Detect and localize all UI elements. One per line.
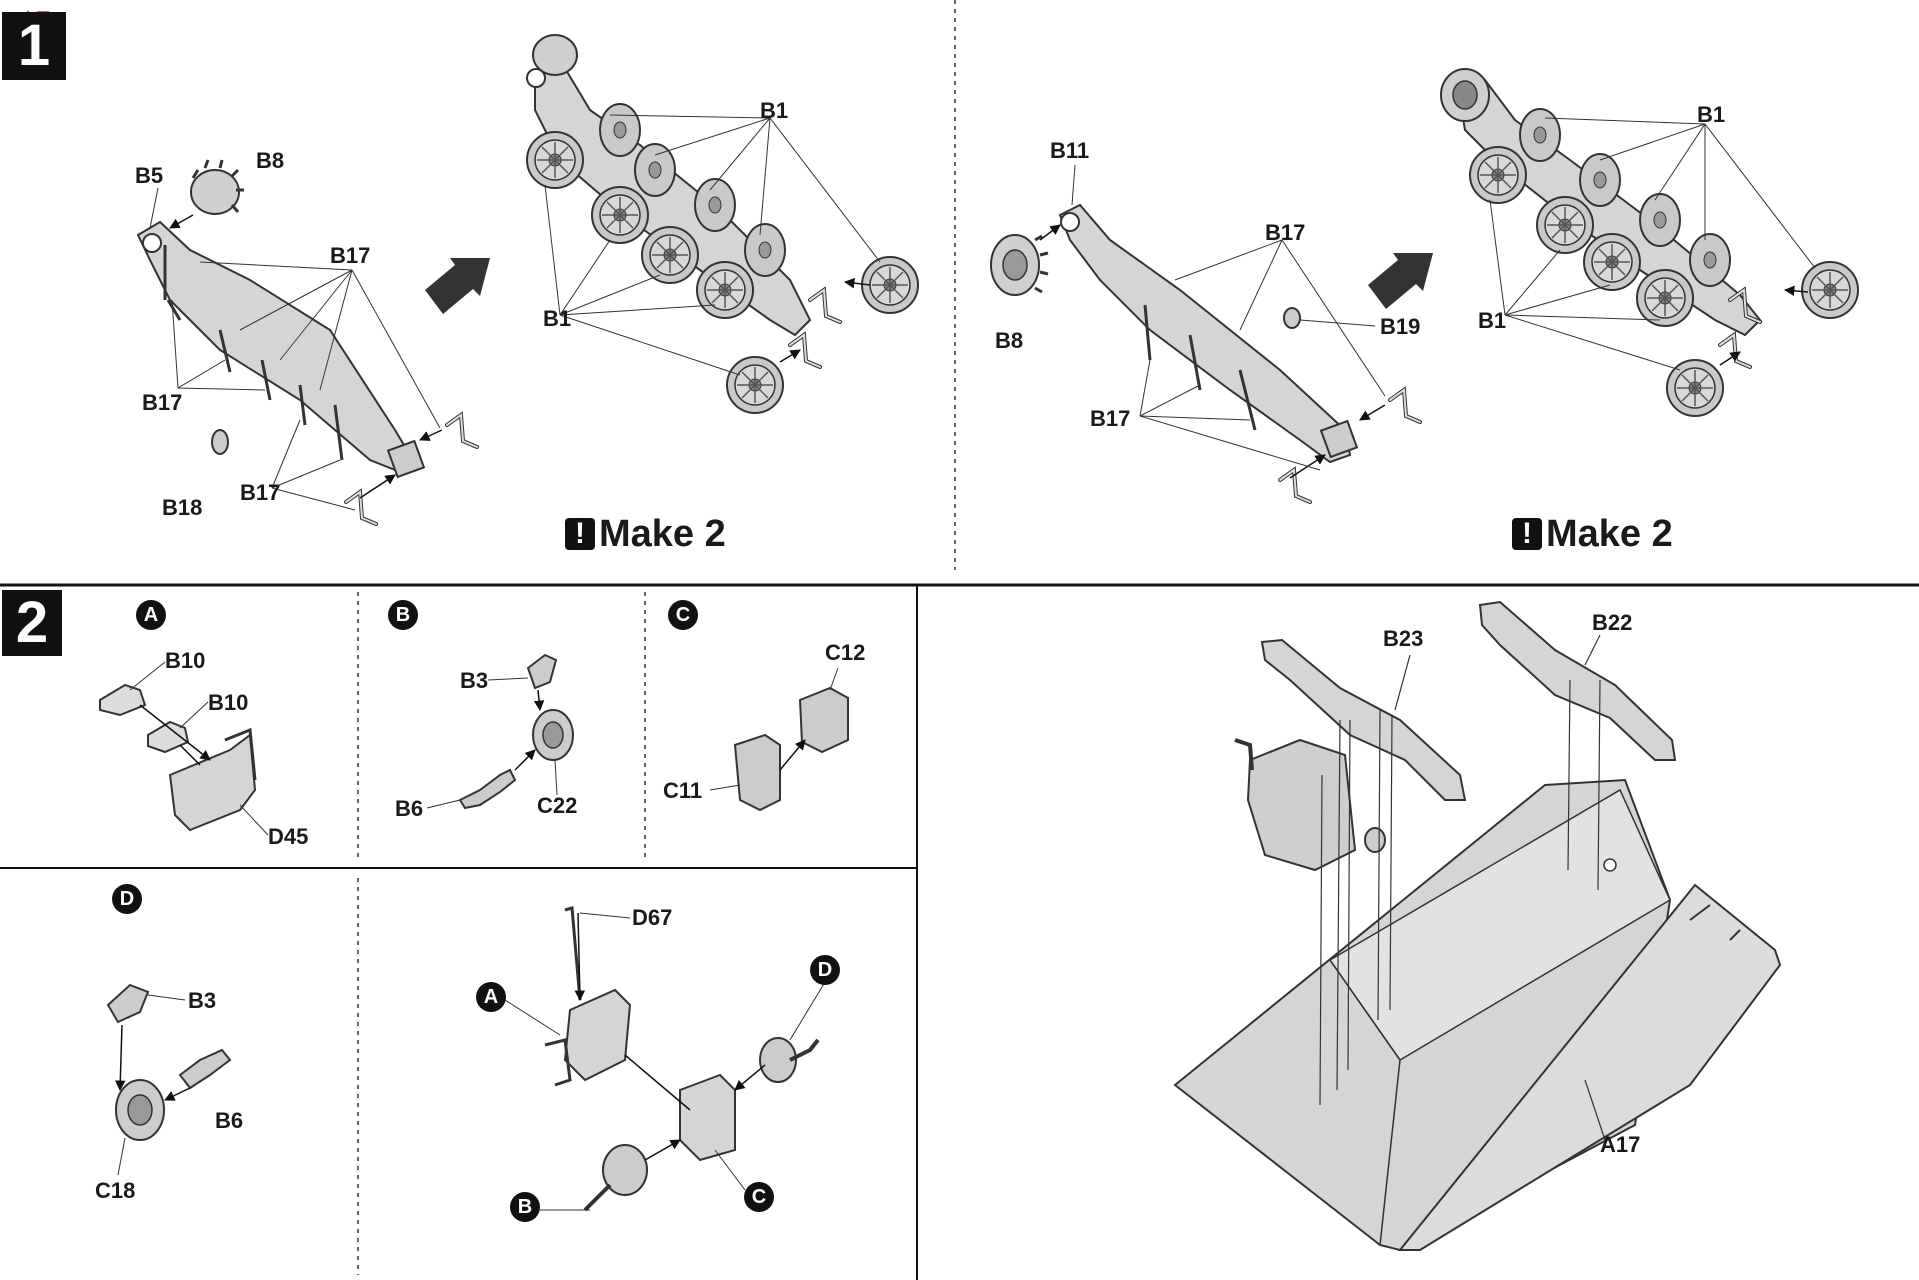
part-label: B8 (995, 328, 1024, 353)
part-label: B10 (165, 648, 206, 673)
rail-part-B22 (1478, 600, 1677, 761)
step-arrow-icon (1368, 253, 1433, 309)
part-label: B11 (1050, 138, 1090, 163)
warning-icon: ! (565, 518, 595, 550)
part-label: B17 (142, 390, 183, 415)
step-number-2: 2 (2, 590, 62, 656)
wheel-part-B1 (861, 256, 919, 314)
part-label: D67 (632, 905, 673, 930)
leader-lines (426, 677, 558, 809)
leader-lines (117, 994, 186, 1176)
sub-B-assembly (458, 653, 574, 810)
leader-lines (129, 661, 269, 836)
part-label: C12 (825, 640, 866, 665)
sub-A-assembly (99, 683, 257, 832)
make-note-left: !Make 2 (565, 515, 726, 553)
step1-left-assembled (526, 34, 842, 369)
part-label: B6 (395, 796, 424, 821)
sprocket-part-B8 (190, 159, 244, 215)
warning-icon: ! (1512, 518, 1542, 550)
part-B18 (211, 429, 229, 455)
sub-step-badge-D: D (810, 955, 840, 985)
crank-part (445, 413, 479, 449)
leader-lines (1071, 164, 1386, 471)
part-label: B17 (330, 243, 371, 268)
part-label: B23 (1383, 626, 1424, 651)
sub-step-badge-A: A (136, 600, 166, 630)
leader-lines (709, 667, 839, 791)
wheel-part-B1 (1801, 261, 1859, 319)
make-note-label: Make 2 (599, 513, 726, 555)
part-label: B1 (760, 98, 789, 123)
part-label: B1 (1697, 102, 1726, 127)
step-number-1: 1 (2, 12, 66, 80)
make-note-right: !Make 2 (1512, 515, 1673, 553)
sub-step-badge-B: B (388, 600, 418, 630)
part-label: B3 (460, 668, 489, 693)
step1-right-assembled (1440, 68, 1762, 369)
part-B19 (1283, 307, 1301, 329)
part-label: B1 (543, 306, 572, 331)
part-label: B17 (1265, 220, 1306, 245)
crank-part (1388, 388, 1422, 424)
part-label: B3 (188, 988, 217, 1013)
step2-final-assembly (544, 906, 820, 1212)
part-label: A17 (1600, 1132, 1641, 1157)
final-drive-assembly (1234, 738, 1386, 872)
part-label: B5 (135, 163, 164, 188)
step1-right-bogie-arm (1058, 203, 1359, 464)
sprocket-part-B8 (990, 234, 1049, 296)
sub-step-badge-C: C (744, 1182, 774, 1212)
sub-D-assembly (106, 983, 232, 1141)
leader-lines (504, 912, 826, 1211)
part-label: C22 (537, 793, 578, 818)
part-label: B10 (208, 690, 249, 715)
part-label: B1 (1478, 308, 1507, 333)
sub-step-badge-B: B (510, 1192, 540, 1222)
hull-part-A17 (1173, 778, 1782, 1252)
sub-step-badge-C: C (668, 600, 698, 630)
sub-C-assembly (733, 686, 849, 812)
wheel-part-B1 (726, 356, 784, 414)
leader-lines (1489, 117, 1816, 371)
part-label: B17 (1090, 406, 1131, 431)
sub-step-badge-D: D (112, 884, 142, 914)
step-arrow-icon (425, 258, 490, 314)
part-label: C18 (95, 1178, 136, 1203)
leader-lines (544, 114, 881, 376)
part-label: D45 (268, 824, 309, 849)
part-label: B18 (162, 495, 203, 520)
leader-lines (1319, 634, 1606, 1141)
part-label: B22 (1592, 610, 1633, 635)
part-label: B6 (215, 1108, 244, 1133)
part-label: B19 (1380, 314, 1421, 339)
make-note-label: Make 2 (1546, 513, 1673, 555)
part-label: C11 (663, 778, 703, 803)
step1-left-bogie-arm (136, 220, 426, 479)
part-label: B17 (240, 480, 281, 505)
rail-part-B23 (1260, 638, 1467, 801)
leader-lines (149, 187, 441, 511)
part-label: B8 (256, 148, 285, 173)
sub-step-badge-A: A (476, 982, 506, 1012)
